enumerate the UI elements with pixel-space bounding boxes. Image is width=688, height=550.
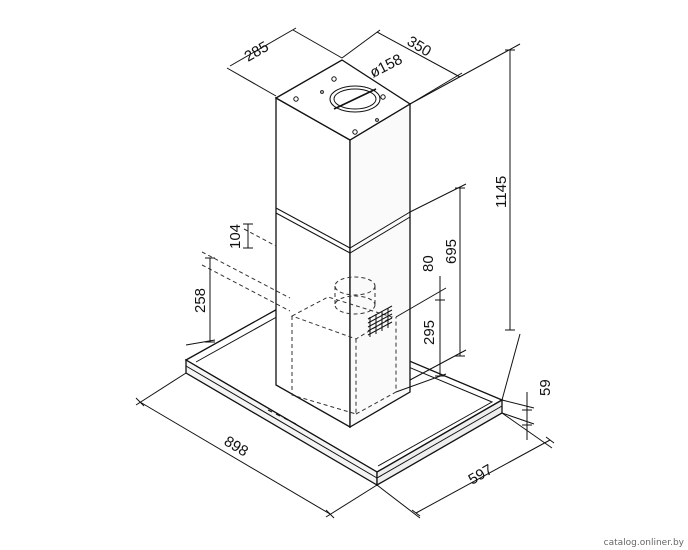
watermark: catalog.onliner.by [604, 538, 685, 548]
label-canopy-thickness: 59 [537, 379, 554, 396]
label-upper-offset: 104 [227, 224, 244, 249]
label-motor-offset: 80 [420, 255, 437, 272]
dimension-lines [135, 27, 555, 519]
control-panel-buttons [267, 409, 297, 425]
motor-vent-grille [367, 305, 393, 337]
label-chimney-width: 350 [404, 33, 434, 60]
outlet-diameter-arrow [333, 88, 377, 110]
label-motor-body-height: 295 [421, 320, 438, 345]
label-outlet-diameter: ø158 [367, 51, 405, 82]
label-lower-chimney-height: 695 [443, 239, 460, 264]
chimney [274, 59, 412, 429]
label-chimney-depth: 285 [242, 38, 272, 65]
label-total-height: 1145 [493, 176, 510, 208]
label-motor-height: 258 [192, 288, 209, 313]
label-hood-depth: 597 [466, 461, 496, 488]
label-hood-width: 898 [221, 433, 251, 460]
